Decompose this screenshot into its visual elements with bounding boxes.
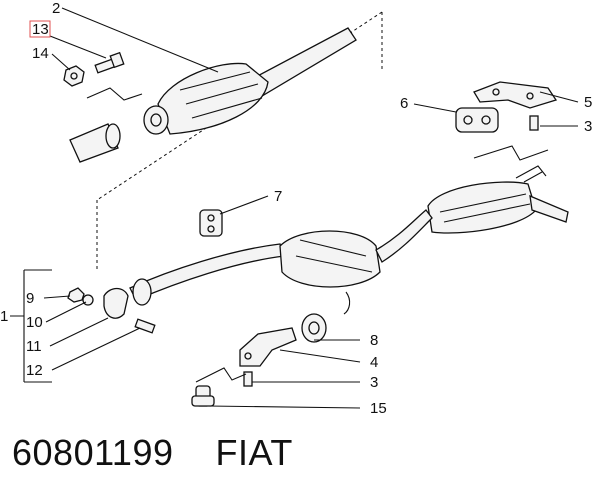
clamp-bolt: [134, 318, 156, 334]
callout-3-lower: 3: [370, 374, 378, 391]
clamp-nut: [67, 287, 85, 303]
brand: FIAT: [215, 432, 293, 473]
callout-2: 2: [52, 0, 60, 17]
rubber-hanger: [199, 209, 223, 237]
callout-11: 11: [26, 338, 42, 355]
callout-14: 14: [32, 45, 49, 62]
rubber-mount: [455, 107, 499, 133]
callout-9: 9: [26, 290, 34, 307]
lower-bolt: [243, 371, 253, 387]
rubber-ring: [301, 313, 327, 343]
callout-1: 1: [0, 308, 8, 325]
highlight-box: [29, 20, 51, 38]
callout-5: 5: [584, 94, 592, 111]
catalytic-converter: [143, 27, 357, 135]
break-mark: [86, 87, 143, 101]
part-number: 60801199: [12, 432, 174, 473]
callout-3-upper: 3: [584, 118, 592, 135]
caption: 60801199 FIAT: [12, 432, 293, 474]
washer: [82, 294, 94, 306]
rear-silencer: [427, 165, 569, 234]
callout-4: 4: [370, 354, 378, 371]
bolt: [94, 51, 125, 74]
callout-7: 7: [274, 188, 282, 205]
leader-lines: [43, 7, 579, 409]
small-bolt: [529, 115, 539, 131]
callout-10: 10: [26, 314, 43, 331]
break-mark: [473, 145, 549, 161]
bracket: [473, 81, 558, 109]
callout-6: 6: [400, 95, 408, 112]
break-mark: [195, 367, 247, 383]
callout-13: 13: [32, 21, 49, 38]
callout-15: 15: [370, 400, 387, 417]
stud: [191, 385, 215, 407]
middle-silencer: [129, 209, 433, 301]
support-bracket: [239, 327, 297, 367]
exhaust-clamp: [103, 287, 129, 319]
front-pipe-flange: [132, 278, 351, 315]
group-bracket: [10, 269, 52, 383]
pipe-fragment: [69, 123, 121, 163]
callout-12: 12: [26, 362, 43, 379]
callout-8: 8: [370, 332, 378, 349]
nut: [63, 65, 85, 87]
